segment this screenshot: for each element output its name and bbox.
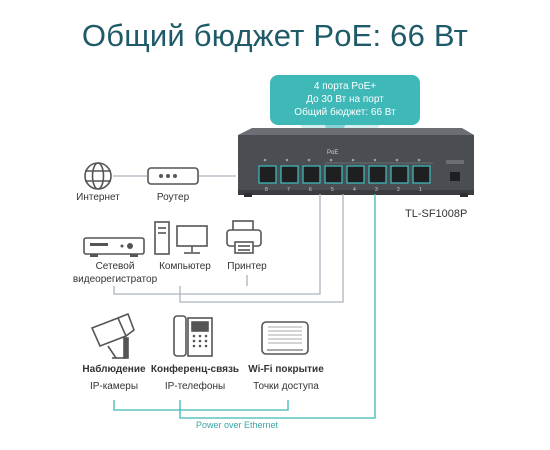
- port-number: 4: [353, 187, 356, 193]
- port-number: 7: [287, 187, 290, 193]
- internet-label: Интернет: [76, 192, 120, 203]
- surveillance-subtitle: IP-камеры: [89, 381, 139, 392]
- printer-icon: [226, 220, 262, 254]
- nvr-icon: [83, 237, 145, 257]
- router-icon: [147, 167, 199, 185]
- conference-title: Конференц-связь: [150, 364, 240, 375]
- nvr-label-line1: Сетевой: [95, 261, 135, 272]
- port-number: 2: [397, 187, 400, 193]
- page-title: Общий бюджет PoE: 66 Вт: [81, 18, 469, 53]
- printer-label: Принтер: [227, 261, 267, 272]
- switch-ports: [258, 165, 431, 184]
- poe-cabling: [113, 194, 376, 419]
- port-number: 8: [265, 187, 268, 193]
- access-point-icon: [261, 321, 309, 355]
- switch-model-label: TL-SF1008P: [405, 208, 468, 220]
- conference-label: Конференц-связь IP-телефоны: [140, 363, 250, 393]
- poe-line-label: Power over Ethernet: [196, 420, 279, 430]
- surveillance-title: Наблюдение: [82, 364, 146, 375]
- nvr-label-line2: видеорегистратор: [72, 274, 158, 285]
- wifi-title: Wi-Fi покрытие: [248, 364, 324, 375]
- nvr-label: Сетевой видеорегистратор: [60, 260, 170, 286]
- poe-callout: 4 порта PoE+ До 30 Вт на порт Общий бюдж…: [270, 80, 420, 119]
- surveillance-label: Наблюдение IP-камеры: [73, 363, 155, 393]
- wifi-subtitle: Точки доступа: [253, 381, 319, 392]
- ip-phone-icon: [173, 315, 213, 357]
- internet-globe-icon: [84, 162, 112, 190]
- port-number: 3: [375, 187, 378, 193]
- computer-icon: [154, 221, 208, 255]
- callout-line-budget: Общий бюджет: 66 Вт: [294, 107, 396, 118]
- callout-line-per-port: До 30 Вт на порт: [306, 94, 384, 105]
- wifi-label: Wi-Fi покрытие Точки доступа: [236, 363, 336, 393]
- port-number: 6: [309, 187, 312, 193]
- callout-line-ports: 4 порта PoE+: [313, 81, 377, 92]
- ip-camera-icon: [90, 312, 135, 359]
- port-number: 1: [419, 187, 422, 193]
- switch-poe-marker: PoE: [327, 150, 339, 156]
- computer-label: Компьютер: [159, 261, 211, 272]
- conference-subtitle: IP-телефоны: [164, 381, 226, 392]
- switch-device: [238, 128, 474, 197]
- office-cabling: [113, 194, 344, 303]
- router-label: Роутер: [156, 192, 190, 203]
- port-number: 5: [331, 187, 334, 193]
